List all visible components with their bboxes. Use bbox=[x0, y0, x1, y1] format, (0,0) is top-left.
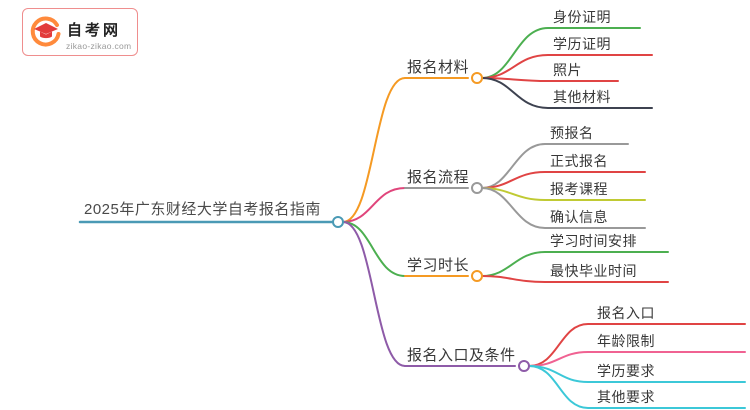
leaf-age-limit: 年龄限制 bbox=[597, 333, 655, 349]
leaf-photo: 照片 bbox=[553, 62, 582, 78]
leaf-entry-portal: 报名入口 bbox=[597, 305, 655, 321]
leaf-fastest-graduation: 最快毕业时间 bbox=[550, 263, 637, 279]
leaf-formal-registration: 正式报名 bbox=[550, 153, 608, 169]
site-url: zikao-zikao.com bbox=[66, 41, 132, 51]
leaf-id-proof: 身份证明 bbox=[553, 9, 611, 25]
duration-junction bbox=[471, 270, 483, 282]
edge-confirm-info bbox=[481, 187, 646, 229]
edge-fastest-graduation bbox=[481, 275, 669, 283]
edge-education-proof bbox=[481, 54, 653, 79]
edge-age-limit bbox=[528, 351, 746, 367]
branch-duration: 学习时长 bbox=[407, 257, 470, 274]
materials-junction bbox=[471, 72, 483, 84]
site-name: 自考网 bbox=[67, 22, 122, 39]
leaf-other-materials: 其他材料 bbox=[553, 89, 611, 105]
site-logo: 自考网 zikao-zikao.com bbox=[22, 8, 138, 56]
root-junction bbox=[332, 216, 344, 228]
edge-root-to-duration bbox=[342, 221, 406, 277]
leaf-education-proof: 学历证明 bbox=[553, 36, 611, 52]
branch-materials: 报名材料 bbox=[407, 59, 470, 76]
process-junction bbox=[471, 182, 483, 194]
leaf-study-schedule: 学习时间安排 bbox=[550, 233, 637, 249]
edge-study-schedule bbox=[481, 251, 669, 277]
edge-root-to-materials bbox=[342, 77, 406, 223]
branch-entry-conditions: 报名入口及条件 bbox=[407, 347, 516, 364]
logo-icon bbox=[30, 16, 61, 47]
leaf-confirm-info: 确认信息 bbox=[550, 209, 608, 225]
leaf-other-requirements: 其他要求 bbox=[597, 389, 655, 405]
leaf-pre-registration: 预报名 bbox=[550, 125, 594, 141]
leaf-course-selection: 报考课程 bbox=[550, 181, 608, 197]
branch-process: 报名流程 bbox=[407, 169, 470, 186]
edge-root-to-process bbox=[342, 187, 406, 223]
leaf-education-requirement: 学历要求 bbox=[597, 363, 655, 379]
edge-photo bbox=[481, 77, 619, 82]
edge-id-proof bbox=[481, 27, 641, 79]
entry-junction bbox=[518, 360, 530, 372]
edge-pre-registration bbox=[481, 143, 629, 189]
edge-entry-portal bbox=[528, 323, 746, 367]
edge-root-to-entry bbox=[342, 221, 406, 367]
root-node: 2025年广东财经大学自考报名指南 bbox=[84, 201, 321, 218]
edge-other-materials bbox=[481, 77, 653, 109]
edge-other-requirements bbox=[528, 365, 746, 409]
